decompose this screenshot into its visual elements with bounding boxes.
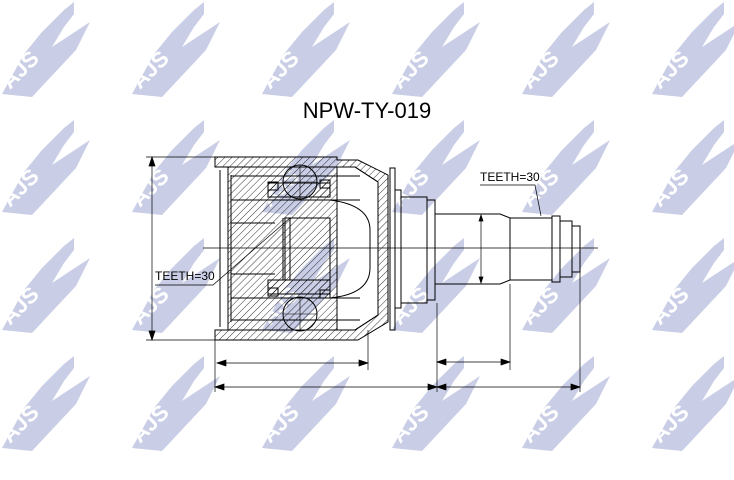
watermark-logo xyxy=(385,238,480,333)
watermark-logo xyxy=(125,238,220,333)
watermark-logo xyxy=(645,356,734,451)
watermark-logo xyxy=(125,356,220,451)
dimension-lines xyxy=(146,155,582,392)
watermark-logo xyxy=(255,356,350,451)
watermark-logo xyxy=(515,120,610,215)
watermark-logo xyxy=(125,120,220,215)
watermark-logo xyxy=(125,2,220,97)
watermark-logo xyxy=(645,2,734,97)
watermark-logo xyxy=(515,356,610,451)
watermark-logo xyxy=(0,238,90,333)
watermark-logo xyxy=(645,238,734,333)
part-number-title: NPW-TY-019 xyxy=(303,98,431,123)
watermark-logo xyxy=(645,120,734,215)
watermark-logo xyxy=(515,2,610,97)
watermark-logo xyxy=(0,356,90,451)
watermark-logo xyxy=(385,120,480,215)
watermark-logo xyxy=(385,356,480,451)
watermark-logo xyxy=(255,2,350,97)
watermark-logo xyxy=(515,238,610,333)
watermark-logo xyxy=(385,2,480,97)
watermark-logo xyxy=(0,2,90,97)
teeth-label-housing: TEETH=30 xyxy=(155,269,215,283)
cv-joint-drawing xyxy=(146,155,598,392)
watermark-layer xyxy=(0,2,734,451)
teeth-label-shaft: TEETH=30 xyxy=(480,170,540,184)
watermark-logo xyxy=(0,120,90,215)
